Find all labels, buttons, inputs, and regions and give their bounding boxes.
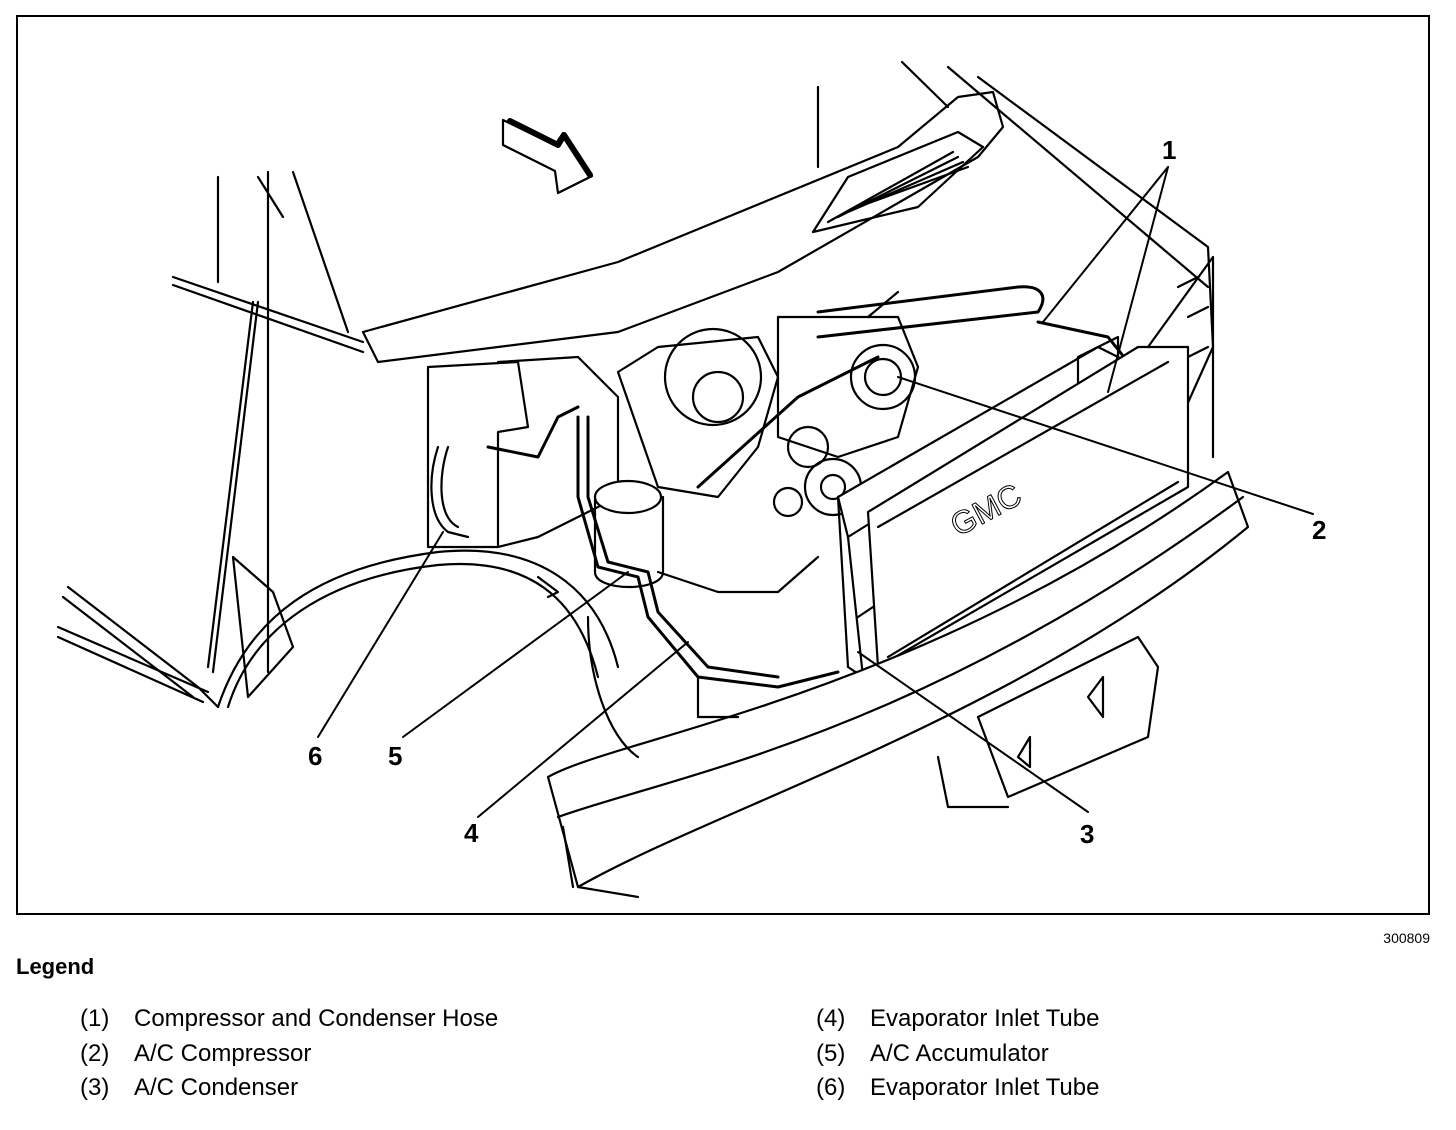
evaporator-housing [426,355,620,549]
refrigerant-lines [486,285,1130,689]
grille: GMC [866,255,1215,669]
vehicle-illustration: GMC [56,60,1326,899]
windshield-cowl [361,60,1215,449]
callout-1: 1 [1162,135,1176,165]
leader-lines [317,166,1314,818]
callout-4: 4 [464,818,479,848]
legend-label: A/C Condenser [134,1074,299,1102]
legend-item: (4) Evaporator Inlet Tube [816,1002,1099,1037]
legend-label: Compressor and Condenser Hose [134,1005,499,1033]
legend-label: Evaporator Inlet Tube [870,1005,1100,1033]
legend-number: (2) [80,1039,110,1067]
legend-number: (3) [80,1074,110,1102]
legend-label: Evaporator Inlet Tube [870,1074,1100,1102]
callout-3: 3 [1080,819,1094,849]
legend-number: (4) [816,1005,846,1033]
legend-column-left: (1) Compressor and Condenser Hose (2) A/… [80,1002,498,1106]
legend-label: A/C Compressor [134,1039,312,1067]
legend-item: (1) Compressor and Condenser Hose [80,1002,498,1037]
callout-5: 5 [388,741,402,771]
legend-item: (2) A/C Compressor [80,1037,498,1072]
legend-number: (1) [80,1005,110,1033]
left-fender [56,170,620,709]
callout-6: 6 [308,741,322,771]
legend-number: (5) [816,1039,846,1067]
legend-column-right: (4) Evaporator Inlet Tube (5) A/C Accumu… [816,1002,1099,1106]
figure-frame: GMC [16,15,1430,915]
legend-item: (3) A/C Condenser [80,1071,498,1106]
callout-2: 2 [1312,515,1326,545]
front-arrow-icon [501,118,594,195]
figure-id: 300809 [1383,930,1430,946]
engine-assembly [536,315,920,599]
legend-item: (5) A/C Accumulator [816,1037,1099,1072]
legend-title: Legend [16,954,95,979]
legend-label: A/C Accumulator [870,1039,1049,1067]
legend-number: (6) [816,1074,846,1102]
legend-item: (6) Evaporator Inlet Tube [816,1071,1099,1106]
